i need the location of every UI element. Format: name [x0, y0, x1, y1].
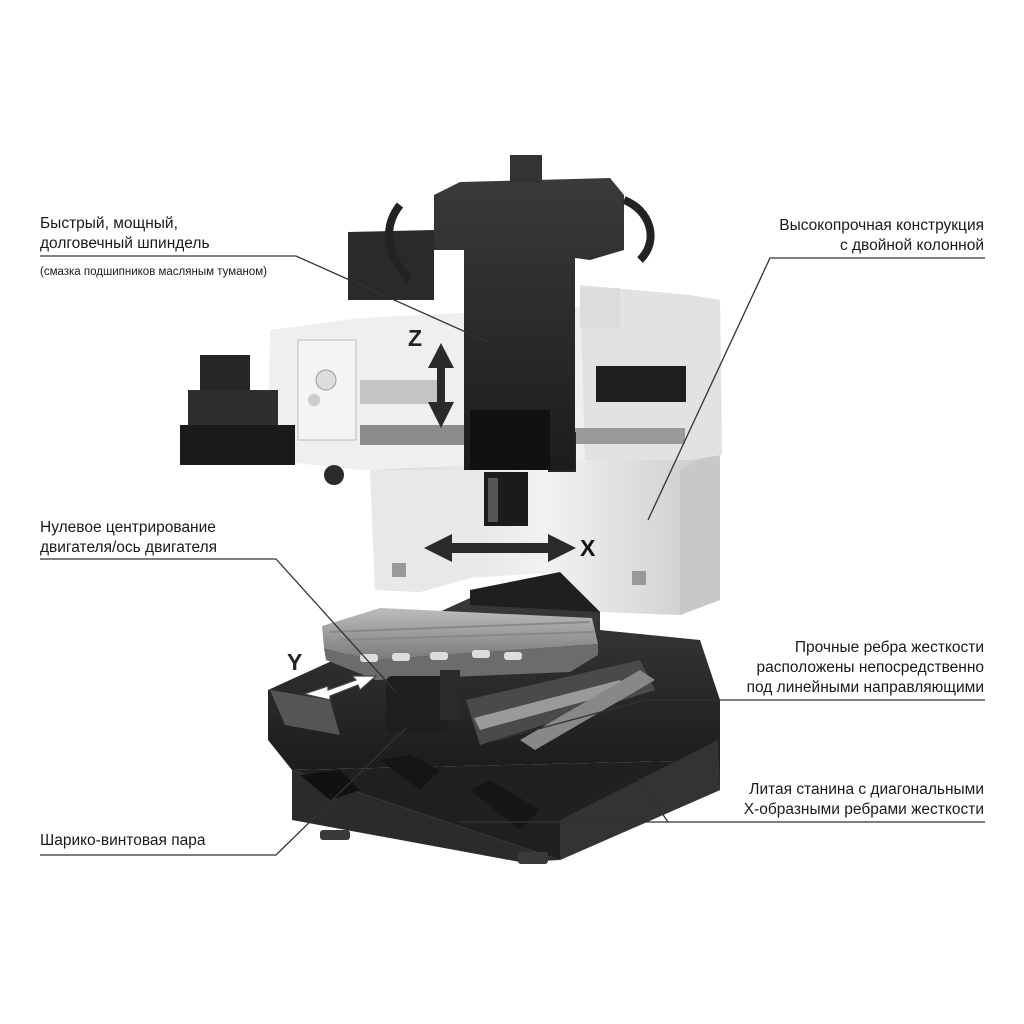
ribs-leader [493, 699, 985, 742]
motor-centering-line1: Нулевое центрирование [40, 519, 216, 536]
axis-x-label: X [580, 535, 596, 561]
column-line2: с двойной колонной [839, 237, 984, 254]
x-arrow [424, 534, 576, 562]
base-callout: Литая станина с диагональными Х-образным… [744, 780, 984, 820]
spindle-line1: Быстрый, мощный, [40, 215, 178, 232]
motor-centering-callout: Нулевое центрирование двигателя/ось двиг… [40, 518, 217, 558]
machine-base [268, 590, 720, 864]
spindle-note: (смазка подшипников масляным туманом) [40, 266, 268, 278]
work-table [322, 608, 598, 732]
spindle-callout: Быстрый, мощный, долговечный шпиндель [40, 214, 210, 254]
ballscrew-leader [40, 727, 407, 856]
axis-y-label: Y [287, 649, 303, 675]
ribs-line2: расположены непосредственно [756, 659, 984, 676]
ribs-callout: Прочные ребра жесткости расположены непо… [747, 638, 984, 698]
spindle-head-assembly [180, 285, 722, 485]
spindle-line2: долговечный шпиндель [40, 235, 210, 252]
base-line1: Литая станина с диагональными [749, 781, 984, 798]
z-head [348, 155, 655, 526]
column-callout: Высокопрочная конструкция с двойной коло… [779, 216, 984, 256]
y-axis-rails [270, 660, 655, 750]
motor-centering-line2: двигателя/ось двигателя [40, 539, 218, 556]
motor-centering-leader [40, 558, 397, 693]
spindle-leader [40, 255, 489, 343]
base-line2: Х-образными ребрами жесткости [743, 801, 984, 818]
ballscrew-callout: Шарико-винтовая пара [40, 831, 205, 851]
ribs-line3: под линейными направляющими [746, 679, 984, 696]
column-casting [370, 450, 720, 615]
motion-arrows [301, 343, 576, 701]
y-arrow [301, 675, 378, 701]
ribs-line1: Прочные ребра жесткости [794, 639, 984, 656]
ballscrew-line1: Шарико-винтовая пара [40, 832, 206, 849]
axis-z-label: Z [408, 325, 423, 351]
leader-lines [40, 255, 985, 856]
column-line1: Высокопрочная конструкция [779, 217, 984, 234]
z-arrow [428, 343, 454, 428]
column-leader [647, 257, 985, 521]
